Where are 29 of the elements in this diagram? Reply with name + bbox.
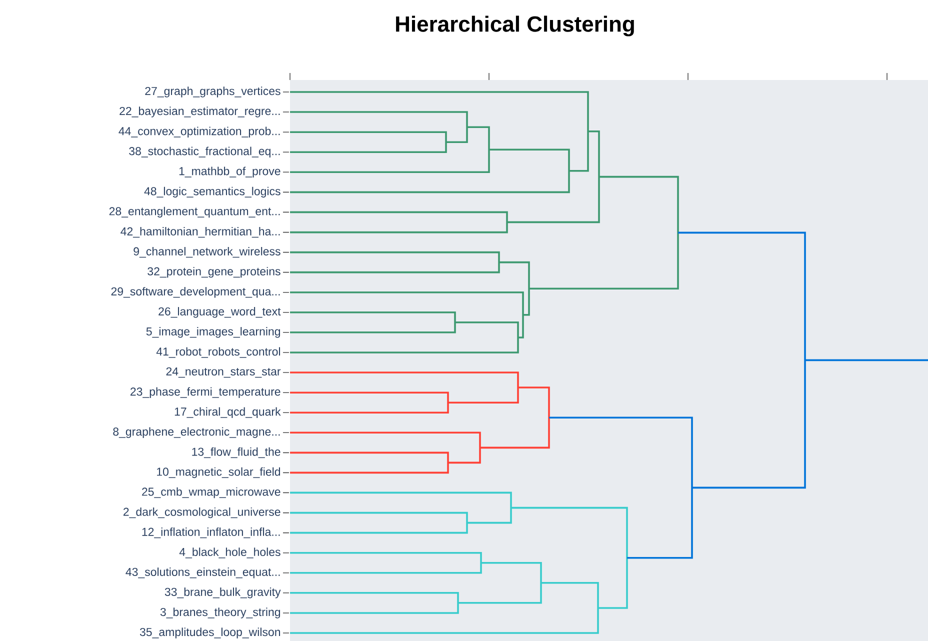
leaf-label: 33_brane_bulk_gravity (164, 588, 281, 598)
leaf-label: 42_hamiltonian_hermitian_ha... (120, 227, 280, 238)
leaf-label: 12_inflation_inflaton_infla... (142, 528, 280, 538)
chart-title: Hierarchical Clustering (396, 16, 634, 36)
leaf-label: 25_cmb_wmap_microwave (142, 487, 280, 498)
leaf-label: 4_black_hole_holes (179, 548, 280, 558)
leaf-label: 26_language_word_text (158, 307, 281, 318)
leaf-label: 8_graphene_electronic_magne... (113, 427, 280, 438)
leaf-label: 35_amplitudes_loop_wilson (140, 628, 280, 638)
leaf-label: 10_magnetic_solar_field (157, 467, 280, 478)
leaf-label: 27_graph_graphs_vertices (145, 86, 280, 98)
leaf-label: 13_flow_fluid_the (192, 447, 280, 458)
leaf-label: 41_robot_robots_control (156, 347, 280, 358)
leaf-label: 48_logic_semantics_logics (144, 186, 280, 198)
leaf-label: 43_solutions_einstein_equat... (126, 568, 280, 578)
leaf-label: 29_software_development_qua... (111, 287, 280, 298)
leaf-label: 28_entanglement_quantum_ent... (109, 206, 280, 218)
leaf-label: 3_branes_theory_string (160, 608, 280, 618)
leaf-label: 32_protein_gene_proteins (148, 266, 280, 278)
leaf-label: 2_dark_cosmological_universe (124, 507, 280, 518)
leaf-label: 1_mathbb_of_prove (179, 166, 280, 178)
leaf-label: 22_bayesian_estimator_regre... (120, 106, 280, 118)
leaf-label: 44_convex_optimization_prob... (118, 126, 280, 138)
leaf-label: 24_neutron_stars_star (166, 367, 281, 378)
leaf-label: 17_chiral_qcd_quark (174, 407, 281, 418)
leaf-label: 23_phase_fermi_temperature (130, 387, 280, 398)
leaf-label: 5_image_images_learning (146, 327, 280, 338)
leaf-label: 9_channel_network_wireless (134, 247, 280, 258)
leaf-label: 38_stochastic_fractional_eq... (129, 146, 280, 158)
